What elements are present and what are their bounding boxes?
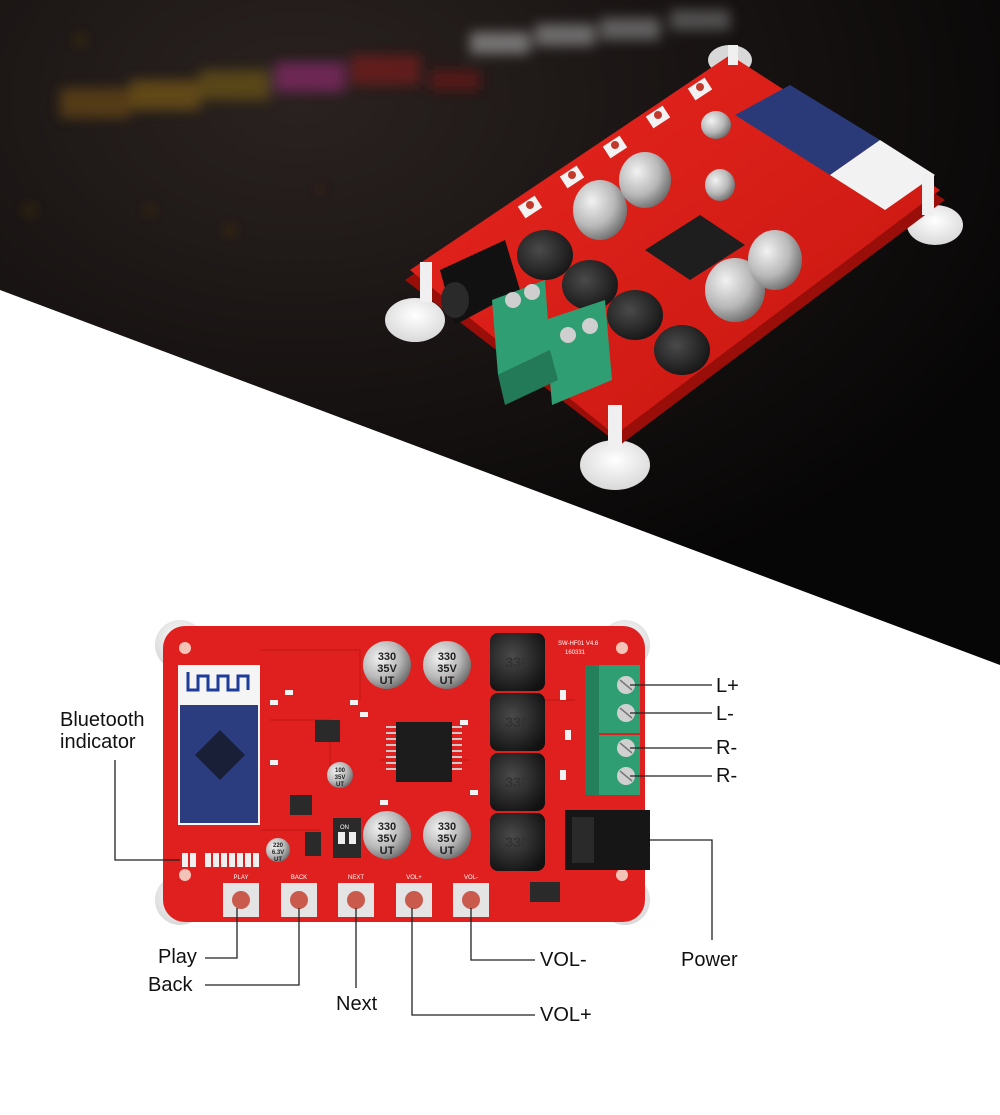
svg-text:35V: 35V [335, 775, 346, 781]
svg-text:UT: UT [380, 845, 395, 857]
label-left-plus: L+ [716, 675, 739, 697]
line-volplus [411, 908, 535, 1016]
svg-text:35V: 35V [437, 663, 457, 675]
line-back [205, 908, 300, 986]
svg-text:330: 330 [505, 714, 529, 730]
topdown-board-photo: ON 330 35V UT 330 35V UT 330 35V UT 330 … [155, 620, 650, 925]
callout-lines [114, 684, 713, 1016]
inductor-marking: 330 [505, 654, 529, 670]
label-back: Back [148, 974, 193, 996]
cap-marking-value: 330 [378, 651, 396, 663]
small-cap2-value: 220 [273, 843, 284, 849]
label-vol-minus: VOL- [540, 949, 587, 971]
svg-text:35V: 35V [437, 833, 457, 845]
line-power [650, 839, 713, 940]
silk-back: BACK [291, 875, 307, 881]
line-play [205, 908, 238, 959]
board-date: 160331 [565, 650, 586, 656]
silk-play: PLAY [234, 875, 249, 881]
label-right-minus-2: R- [716, 765, 738, 787]
svg-text:6.3V: 6.3V [272, 850, 284, 856]
label-power: Power [681, 949, 738, 971]
switch-label-on: ON [340, 825, 349, 831]
label-right-minus-1: R- [716, 737, 738, 759]
svg-text:UT: UT [440, 845, 455, 857]
angled-board-photo [385, 45, 963, 490]
line-bluetooth [114, 760, 180, 861]
button-row [223, 883, 489, 917]
svg-text:330: 330 [438, 821, 456, 833]
board-model: SW-HF01 V4.6 [558, 641, 599, 647]
svg-text:UT: UT [336, 782, 344, 788]
small-cap-value: 100 [335, 768, 346, 774]
svg-text:330: 330 [505, 834, 529, 850]
label-play: Play [158, 946, 197, 968]
label-next: Next [336, 993, 378, 1015]
svg-text:35V: 35V [377, 833, 397, 845]
silk-volminus: VOL- [464, 875, 478, 881]
cap-marking-voltage: 35V [377, 663, 397, 675]
svg-text:330: 330 [378, 821, 396, 833]
label-left-minus: L- [716, 703, 734, 725]
svg-text:UT: UT [274, 857, 282, 863]
label-vol-plus: VOL+ [540, 1004, 592, 1026]
svg-text:UT: UT [440, 675, 455, 687]
cap-marking-series: UT [380, 675, 395, 687]
svg-text:330: 330 [438, 651, 456, 663]
label-bluetooth-indicator: Bluetooth indicator [60, 709, 145, 753]
line-volminus [470, 908, 535, 961]
silk-next: NEXT [348, 875, 364, 881]
svg-text:330: 330 [505, 774, 529, 790]
silk-volplus: VOL+ [406, 875, 422, 881]
